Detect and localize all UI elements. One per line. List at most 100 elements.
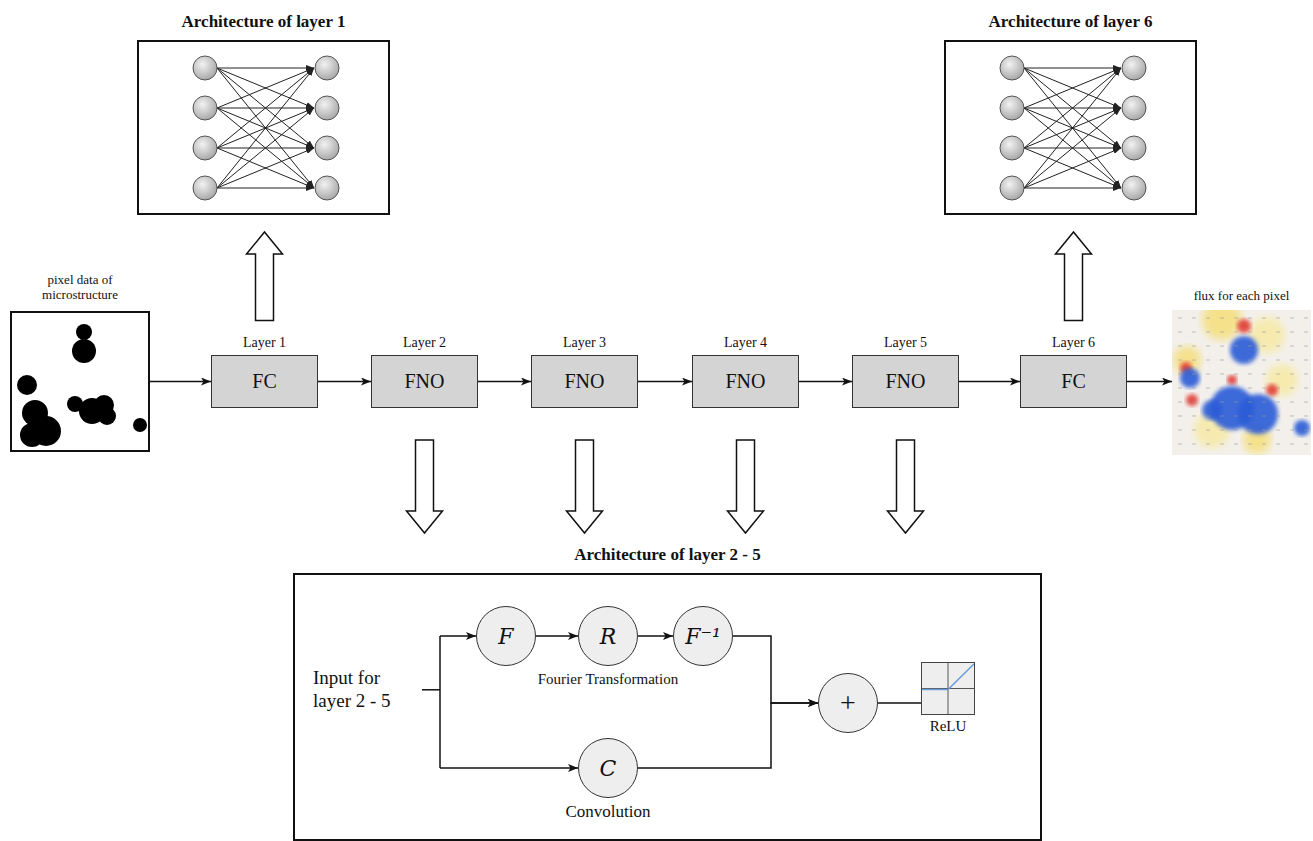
- particle: [133, 418, 147, 432]
- flux-vector: [1192, 430, 1196, 431]
- flux-vector: [1234, 318, 1238, 319]
- image-caption: pixel data of microstructure: [15, 273, 145, 303]
- layer-type: FC: [252, 370, 276, 393]
- split-wire: [439, 636, 441, 768]
- network-link: [217, 68, 314, 69]
- hollow-arrow: [407, 440, 443, 533]
- flux-vector: [1178, 444, 1182, 445]
- connector: [733, 636, 818, 703]
- hollow-arrow: [888, 440, 924, 533]
- flux-peak: [1237, 319, 1251, 333]
- flux-vector: [1220, 374, 1224, 375]
- particle: [76, 324, 92, 340]
- flux-vector: [1304, 388, 1308, 389]
- flux-vector: [1220, 388, 1224, 389]
- network-link: [1024, 68, 1121, 188]
- flux-vector: [1220, 318, 1224, 319]
- flux-vector: [1262, 346, 1266, 347]
- flux-vector: [1206, 430, 1210, 431]
- network-link: [217, 108, 314, 188]
- layer-label: Layer 5: [884, 335, 927, 351]
- flux-vector: [1192, 360, 1196, 361]
- flux-vector: [1262, 388, 1266, 389]
- flux-vector: [1220, 346, 1224, 347]
- flux-peak: [1227, 375, 1237, 385]
- flux-vector: [1304, 444, 1308, 445]
- layer-box: Layer 5FNO: [852, 355, 959, 408]
- connector: [638, 635, 673, 637]
- operator-symbol: C: [600, 756, 617, 781]
- network-link: [217, 68, 314, 108]
- flux-vector: [1234, 360, 1238, 361]
- flux-vector: [1276, 388, 1280, 389]
- layer-box: Layer 1FC: [211, 355, 318, 408]
- neuron: [315, 176, 339, 200]
- particle: [17, 375, 37, 395]
- neuron: [1000, 176, 1024, 200]
- particle: [98, 407, 116, 425]
- flux-vector: [1178, 318, 1182, 319]
- flux-vector: [1276, 360, 1280, 361]
- flux-vector: [1262, 360, 1266, 361]
- split-wire: [440, 635, 476, 637]
- flux-vector: [1234, 374, 1238, 375]
- connector: [638, 381, 692, 383]
- layer-label: Layer 6: [1052, 335, 1095, 351]
- flux-vector: [1192, 374, 1196, 375]
- network-link: [1024, 188, 1121, 189]
- network-link: [1024, 68, 1121, 148]
- network-link: [1024, 148, 1121, 188]
- flux-vector: [1304, 430, 1308, 431]
- flux-peak: [1186, 394, 1198, 406]
- neuron: [193, 136, 217, 160]
- particle: [20, 423, 44, 447]
- flux-vector: [1290, 388, 1294, 389]
- architecture-box: Architecture of layer 6: [944, 40, 1197, 215]
- operator-circle: CConvolution: [578, 738, 638, 798]
- flux-vector: [1262, 332, 1266, 333]
- flux-vector: [1276, 332, 1280, 333]
- input-label: Input for layer 2 - 5: [313, 667, 418, 713]
- network-link: [217, 148, 314, 188]
- flux-vector: [1290, 360, 1294, 361]
- particle: [1230, 336, 1258, 364]
- flux-vector: [1220, 332, 1224, 333]
- neuron: [1000, 96, 1024, 120]
- network-link: [1024, 108, 1121, 188]
- network-link: [1024, 108, 1121, 188]
- flux-vector: [1234, 430, 1238, 431]
- net-illustration: [946, 42, 1195, 213]
- architecture-box: Architecture of layer 1: [137, 40, 390, 215]
- operator-circle: R: [578, 606, 638, 666]
- flux-vector: [1178, 374, 1182, 375]
- flux-vector: [1248, 318, 1252, 319]
- neuron: [1000, 56, 1024, 80]
- flux-vector: [1206, 374, 1210, 375]
- network-link: [217, 68, 314, 188]
- flux-vector: [1290, 430, 1294, 431]
- network-link: [1024, 68, 1121, 188]
- flux-vector: [1178, 416, 1182, 417]
- flux-vector: [1206, 346, 1210, 347]
- flux-vector: [1192, 402, 1196, 403]
- flux-vector: [1262, 318, 1266, 319]
- network-link: [1024, 148, 1121, 188]
- layer-type: FNO: [725, 370, 765, 393]
- flux-vector: [1262, 374, 1266, 375]
- network-link: [217, 188, 314, 189]
- operator-label: Convolution: [565, 802, 650, 822]
- particle: [1294, 420, 1310, 436]
- flux-vector: [1304, 374, 1308, 375]
- flux-vector: [1192, 444, 1196, 445]
- flux-vector: [1276, 374, 1280, 375]
- flux-vector: [1290, 444, 1294, 445]
- flux-vector: [1234, 416, 1238, 417]
- flux-vector: [1178, 360, 1182, 361]
- flux-vector: [1276, 402, 1280, 403]
- split-wire: [440, 767, 578, 769]
- micro-illustration: [12, 313, 148, 450]
- neuron: [315, 96, 339, 120]
- flux-vector: [1206, 402, 1210, 403]
- flux-vector: [1290, 416, 1294, 417]
- sum-circle: +: [818, 673, 878, 733]
